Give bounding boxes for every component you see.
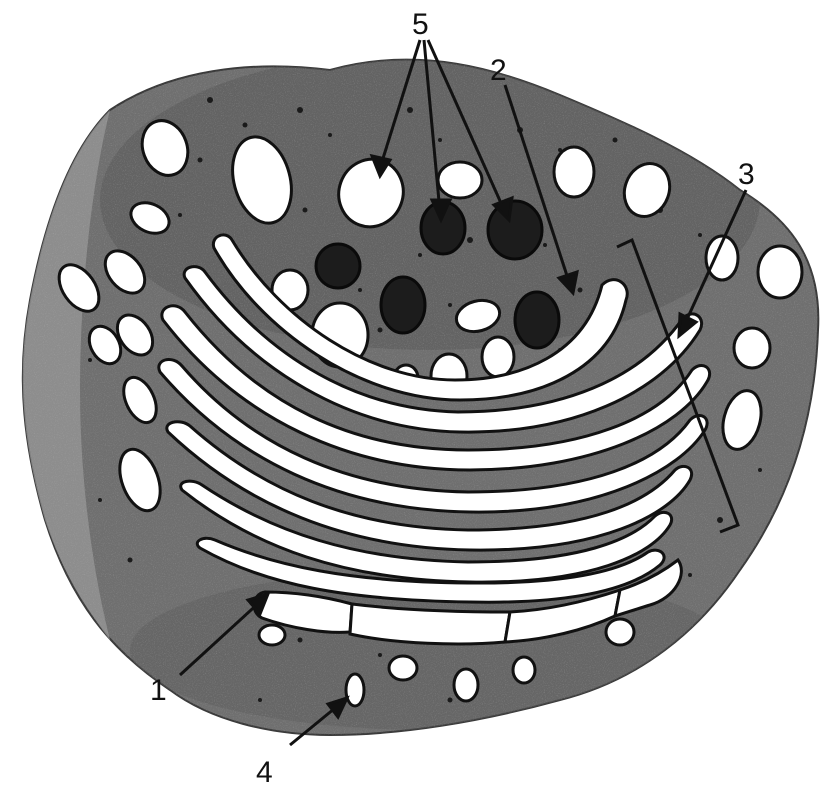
label-1: 1 (150, 674, 167, 707)
label-3: 3 (738, 158, 755, 191)
label-5: 5 (412, 8, 429, 41)
label-4: 4 (256, 756, 273, 789)
label-2: 2 (490, 54, 507, 87)
